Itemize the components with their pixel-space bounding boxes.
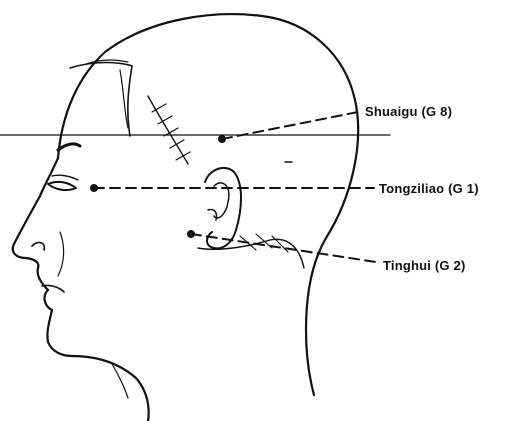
- face-profile: [13, 158, 149, 421]
- tinghui-point: [187, 230, 195, 238]
- shuaigu-label: Shuaigu (G 8): [365, 104, 452, 119]
- nasolabial-fold: [58, 232, 64, 276]
- jaw-line: [198, 239, 304, 268]
- tinghui-label: Tinghui (G 2): [383, 258, 466, 273]
- tongziliao-point: [90, 184, 98, 192]
- eye: [48, 182, 76, 190]
- nostril: [32, 243, 44, 250]
- head-outline: [58, 14, 358, 395]
- eyebrow: [58, 144, 80, 150]
- temple-hatching: [148, 96, 188, 164]
- shuaigu-point: [218, 135, 226, 143]
- tongziliao-label: Tongziliao (G 1): [379, 181, 479, 196]
- eye-lash: [52, 175, 78, 180]
- hair-strand: [120, 70, 128, 128]
- hairline: [70, 63, 132, 137]
